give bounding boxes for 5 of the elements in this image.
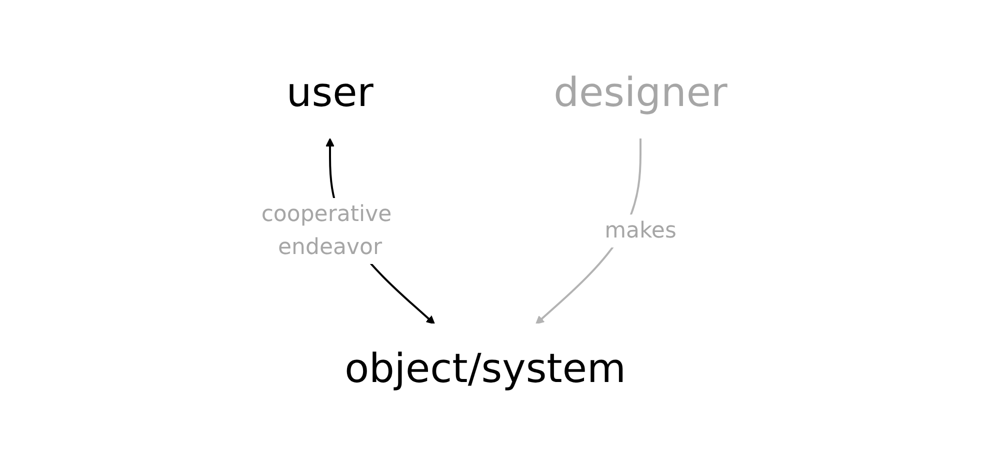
edge-label: makes — [604, 218, 676, 244]
node-text: object/system — [344, 346, 626, 392]
edge-label: cooperative endeavor — [261, 202, 392, 260]
node-text: designer — [553, 70, 728, 116]
node-text: user — [286, 70, 374, 116]
